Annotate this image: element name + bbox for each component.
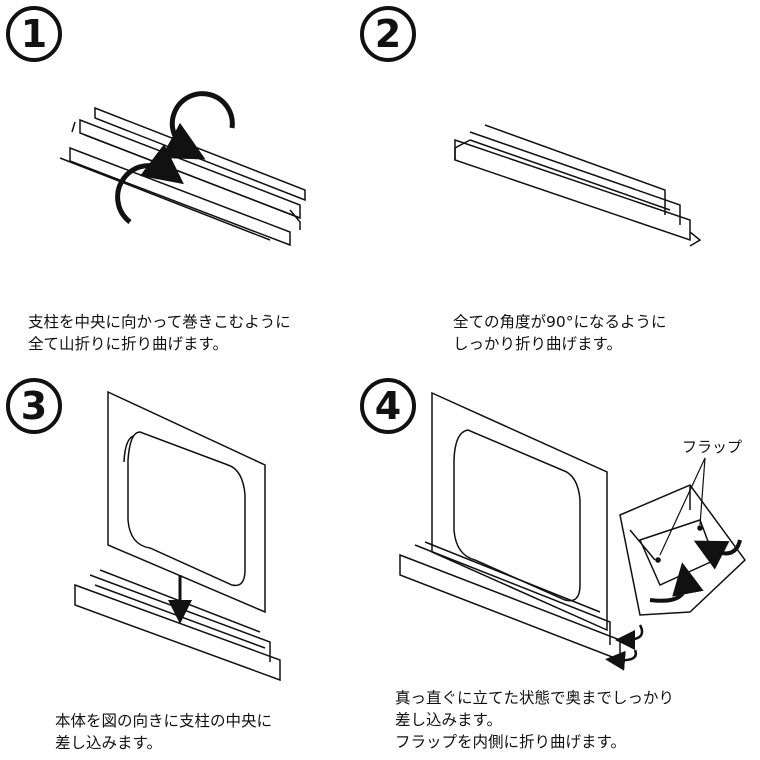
curl-arrow-icon: [115, 91, 235, 224]
step4-panel: [431, 391, 608, 632]
caption-line: フラップを内側に折り曲げます。: [395, 733, 626, 751]
caption-line: 全ての角度が90°になるように: [453, 313, 667, 331]
step1-unfolded-support: [59, 106, 306, 247]
caption-line: 真っ直ぐに立てた状態で奥までしっかり: [395, 689, 675, 707]
step1-caption: 支柱を中央に向かって巻きこむように 全て山折りに折り曲げます。: [28, 311, 291, 355]
step3-panel: [107, 390, 266, 614]
step3-support: [74, 569, 281, 682]
step2-caption: 全ての角度が90°になるように しっかり折り曲げます。: [453, 311, 666, 355]
step3-caption: 本体を図の向きに支柱の中央に 差し込みます。: [55, 710, 272, 754]
step-number-2: 2: [360, 6, 416, 62]
caption-line: 差し込みます。: [55, 734, 162, 752]
step-number-1: 1: [6, 6, 62, 62]
caption-line: 本体を図の向きに支柱の中央に: [55, 712, 273, 730]
step4-support: [399, 541, 621, 662]
caption-line: しっかり折り曲げます。: [453, 335, 622, 353]
caption-line: 差し込みます。: [395, 711, 502, 729]
step-number-4: 4: [360, 378, 416, 434]
flap-label: フラップ: [682, 438, 743, 456]
fold-arrow-icon: [605, 539, 742, 671]
step4-caption: 真っ直ぐに立てた状態で奥までしっかり 差し込みます。 フラップを内側に折り曲げま…: [395, 687, 674, 753]
caption-line: 全て山折りに折り曲げます。: [28, 335, 228, 353]
step2-folded-support: [454, 124, 702, 247]
step-number-3: 3: [6, 378, 62, 434]
caption-line: 支柱を中央に向かって巻きこむように: [28, 313, 291, 331]
